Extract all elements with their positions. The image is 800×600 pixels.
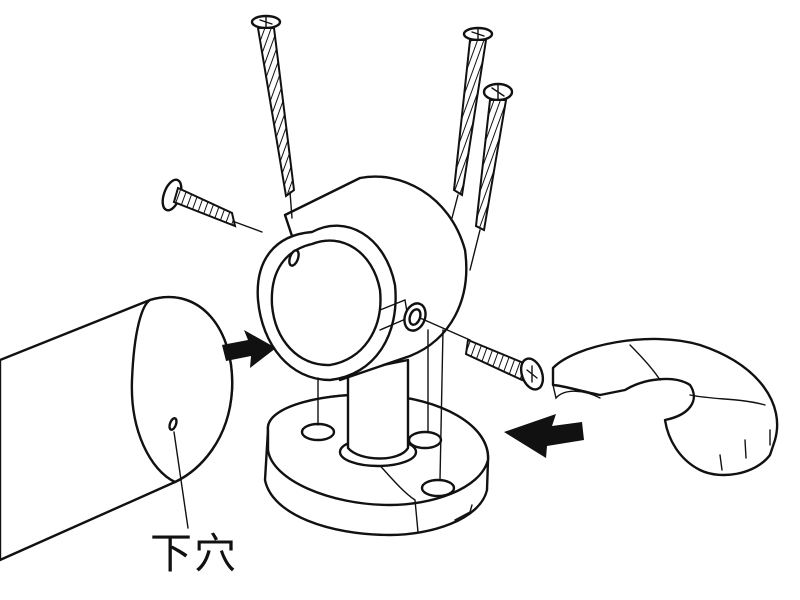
base-plate	[263, 393, 490, 537]
screw-top-left	[250, 14, 296, 219]
split-cover	[551, 337, 779, 477]
arrow-right-icon	[222, 330, 276, 368]
handrail-pipe	[0, 295, 234, 562]
screw-side	[419, 317, 545, 391]
lower-hole-label: 下穴	[150, 529, 239, 578]
screw-left	[161, 178, 263, 233]
arrow-left-icon	[504, 414, 584, 458]
screw-top-middle	[451, 26, 494, 219]
pilot-hole-leader	[173, 431, 189, 529]
screw-top-right	[469, 82, 514, 271]
bracket-body	[256, 175, 468, 481]
pilot-hole	[168, 417, 178, 431]
bracket-stem	[346, 358, 410, 460]
